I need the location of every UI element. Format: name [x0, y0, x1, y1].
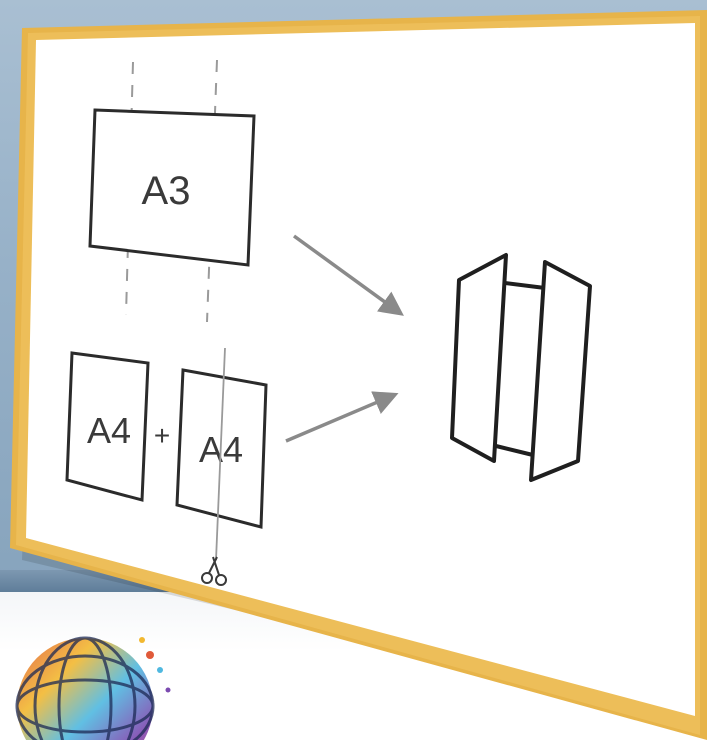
trifold-card-icon — [450, 253, 592, 482]
cut-line — [215, 347, 226, 561]
sheet-a4-left — [65, 351, 150, 502]
sheet-a4-left-label: A4 — [87, 410, 131, 451]
plus-sign: + — [154, 420, 170, 451]
sheet-a3 — [88, 108, 256, 267]
globe-logo — [15, 636, 171, 740]
fold-guide-right — [206, 59, 218, 323]
sheet-a3-label: A3 — [142, 169, 191, 213]
arrow-icon — [292, 234, 404, 316]
scissors-icon — [201, 556, 227, 586]
arrow-icon — [285, 391, 399, 443]
